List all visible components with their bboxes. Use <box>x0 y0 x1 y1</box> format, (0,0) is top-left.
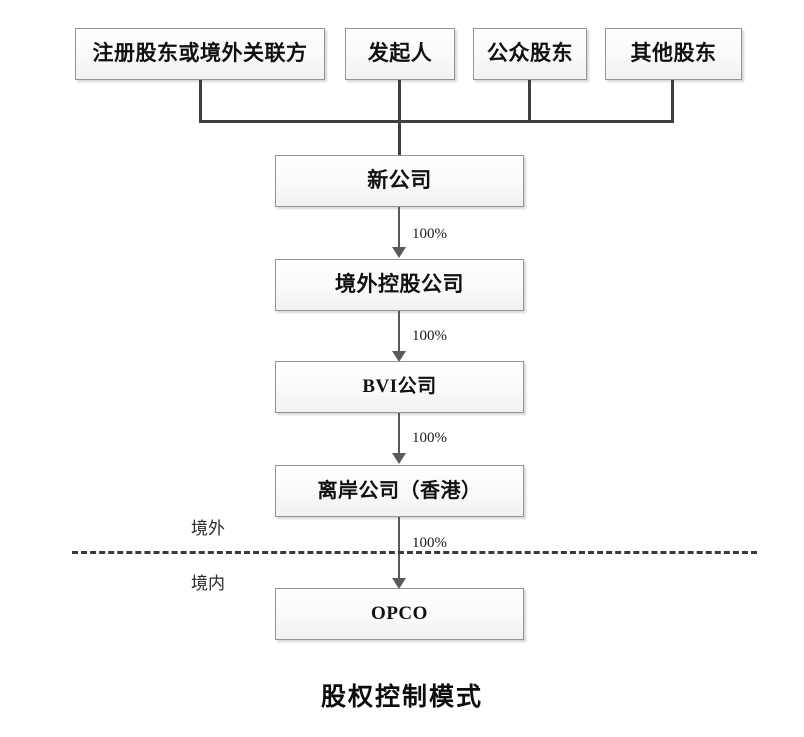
node-label: 注册股东或境外关联方 <box>92 41 308 66</box>
node-label: OPCO <box>371 602 428 624</box>
node-label: 公众股东 <box>487 41 573 66</box>
node-label: 发起人 <box>367 41 433 66</box>
node-public-shareholders[interactable]: 公众股东 <box>473 28 587 80</box>
node-registered-shareholders[interactable]: 注册股东或境外关联方 <box>75 28 325 80</box>
node-label: 离岸公司（香港） <box>317 480 482 502</box>
node-promoter[interactable]: 发起人 <box>345 28 455 80</box>
arrowhead-offshore-holding-to-bvi <box>392 351 406 362</box>
edge-label-offshore-holding-to-bvi: 100% <box>412 328 447 344</box>
edge-label-hk-to-opco: 100% <box>412 535 447 551</box>
connector-bus-to-newco <box>398 120 401 156</box>
connector-drop-other-shareholders <box>671 80 674 123</box>
arrow-newco-to-offshore-holding <box>398 207 400 248</box>
offshore-onshore-divider <box>72 551 757 554</box>
arrow-hk-to-opco <box>398 517 400 579</box>
node-label: 新公司 <box>367 168 432 193</box>
node-opco[interactable]: OPCO <box>275 588 524 640</box>
arrow-bvi-to-hk <box>398 413 400 454</box>
connector-horizontal-bus <box>199 120 674 123</box>
node-bvi[interactable]: BVI公司 <box>275 361 524 413</box>
node-label: 境外控股公司 <box>335 272 464 297</box>
region-label-offshore: 境外 <box>191 519 225 538</box>
node-other-shareholders[interactable]: 其他股东 <box>605 28 742 80</box>
node-offshore-company-hk[interactable]: 离岸公司（香港） <box>275 465 524 517</box>
node-offshore-holding[interactable]: 境外控股公司 <box>275 259 524 311</box>
connector-drop-promoter <box>398 80 401 123</box>
node-newco[interactable]: 新公司 <box>275 155 524 207</box>
edge-label-bvi-to-hk: 100% <box>412 430 447 446</box>
node-label: 其他股东 <box>630 41 717 66</box>
arrow-offshore-holding-to-bvi <box>398 311 400 352</box>
arrowhead-bvi-to-hk <box>392 453 406 464</box>
region-label-onshore: 境内 <box>191 574 225 593</box>
connector-drop-public-shareholders <box>528 80 531 123</box>
edge-label-newco-to-offshore-holding: 100% <box>412 226 447 242</box>
connector-drop-registered-shareholders <box>199 80 202 123</box>
arrowhead-newco-to-offshore-holding <box>392 247 406 258</box>
node-label: BVI公司 <box>362 375 437 397</box>
arrowhead-hk-to-opco <box>392 578 406 589</box>
diagram-caption: 股权控制模式 <box>320 684 483 711</box>
